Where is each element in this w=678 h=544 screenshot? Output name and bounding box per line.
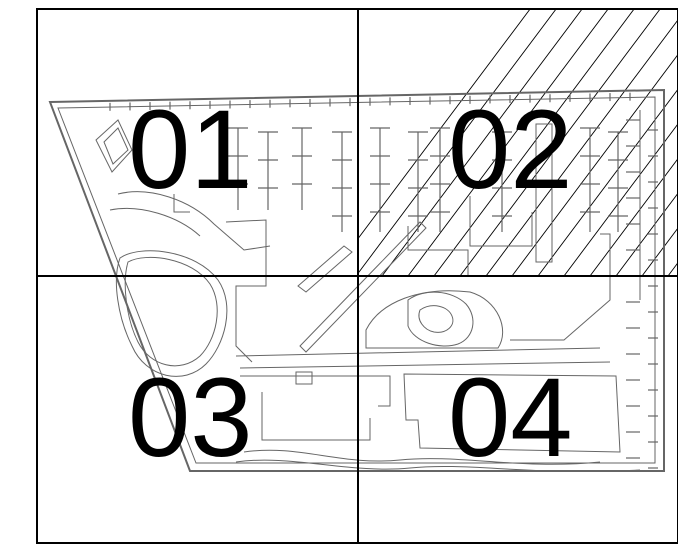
tile-01-label: 01 (128, 87, 253, 212)
tile-04-frame (357, 275, 678, 544)
tile-02-label: 02 (448, 87, 573, 212)
sheet-grid (36, 8, 678, 544)
entrance-loop (95, 119, 133, 173)
tile-04-label: 04 (448, 355, 573, 480)
hatched-tile-02 (358, 9, 678, 276)
building-south-b (403, 373, 621, 453)
central-walkway (299, 221, 427, 353)
site-plan (48, 88, 665, 473)
lagoon (115, 250, 228, 377)
perimeter-parking (626, 119, 658, 469)
building-south-a (240, 375, 391, 407)
site-boundary-inner (57, 96, 656, 464)
site-boundary (48, 88, 665, 472)
pool (407, 291, 474, 347)
parking-stalls (109, 92, 631, 232)
tile-03-label: 03 (128, 355, 253, 480)
